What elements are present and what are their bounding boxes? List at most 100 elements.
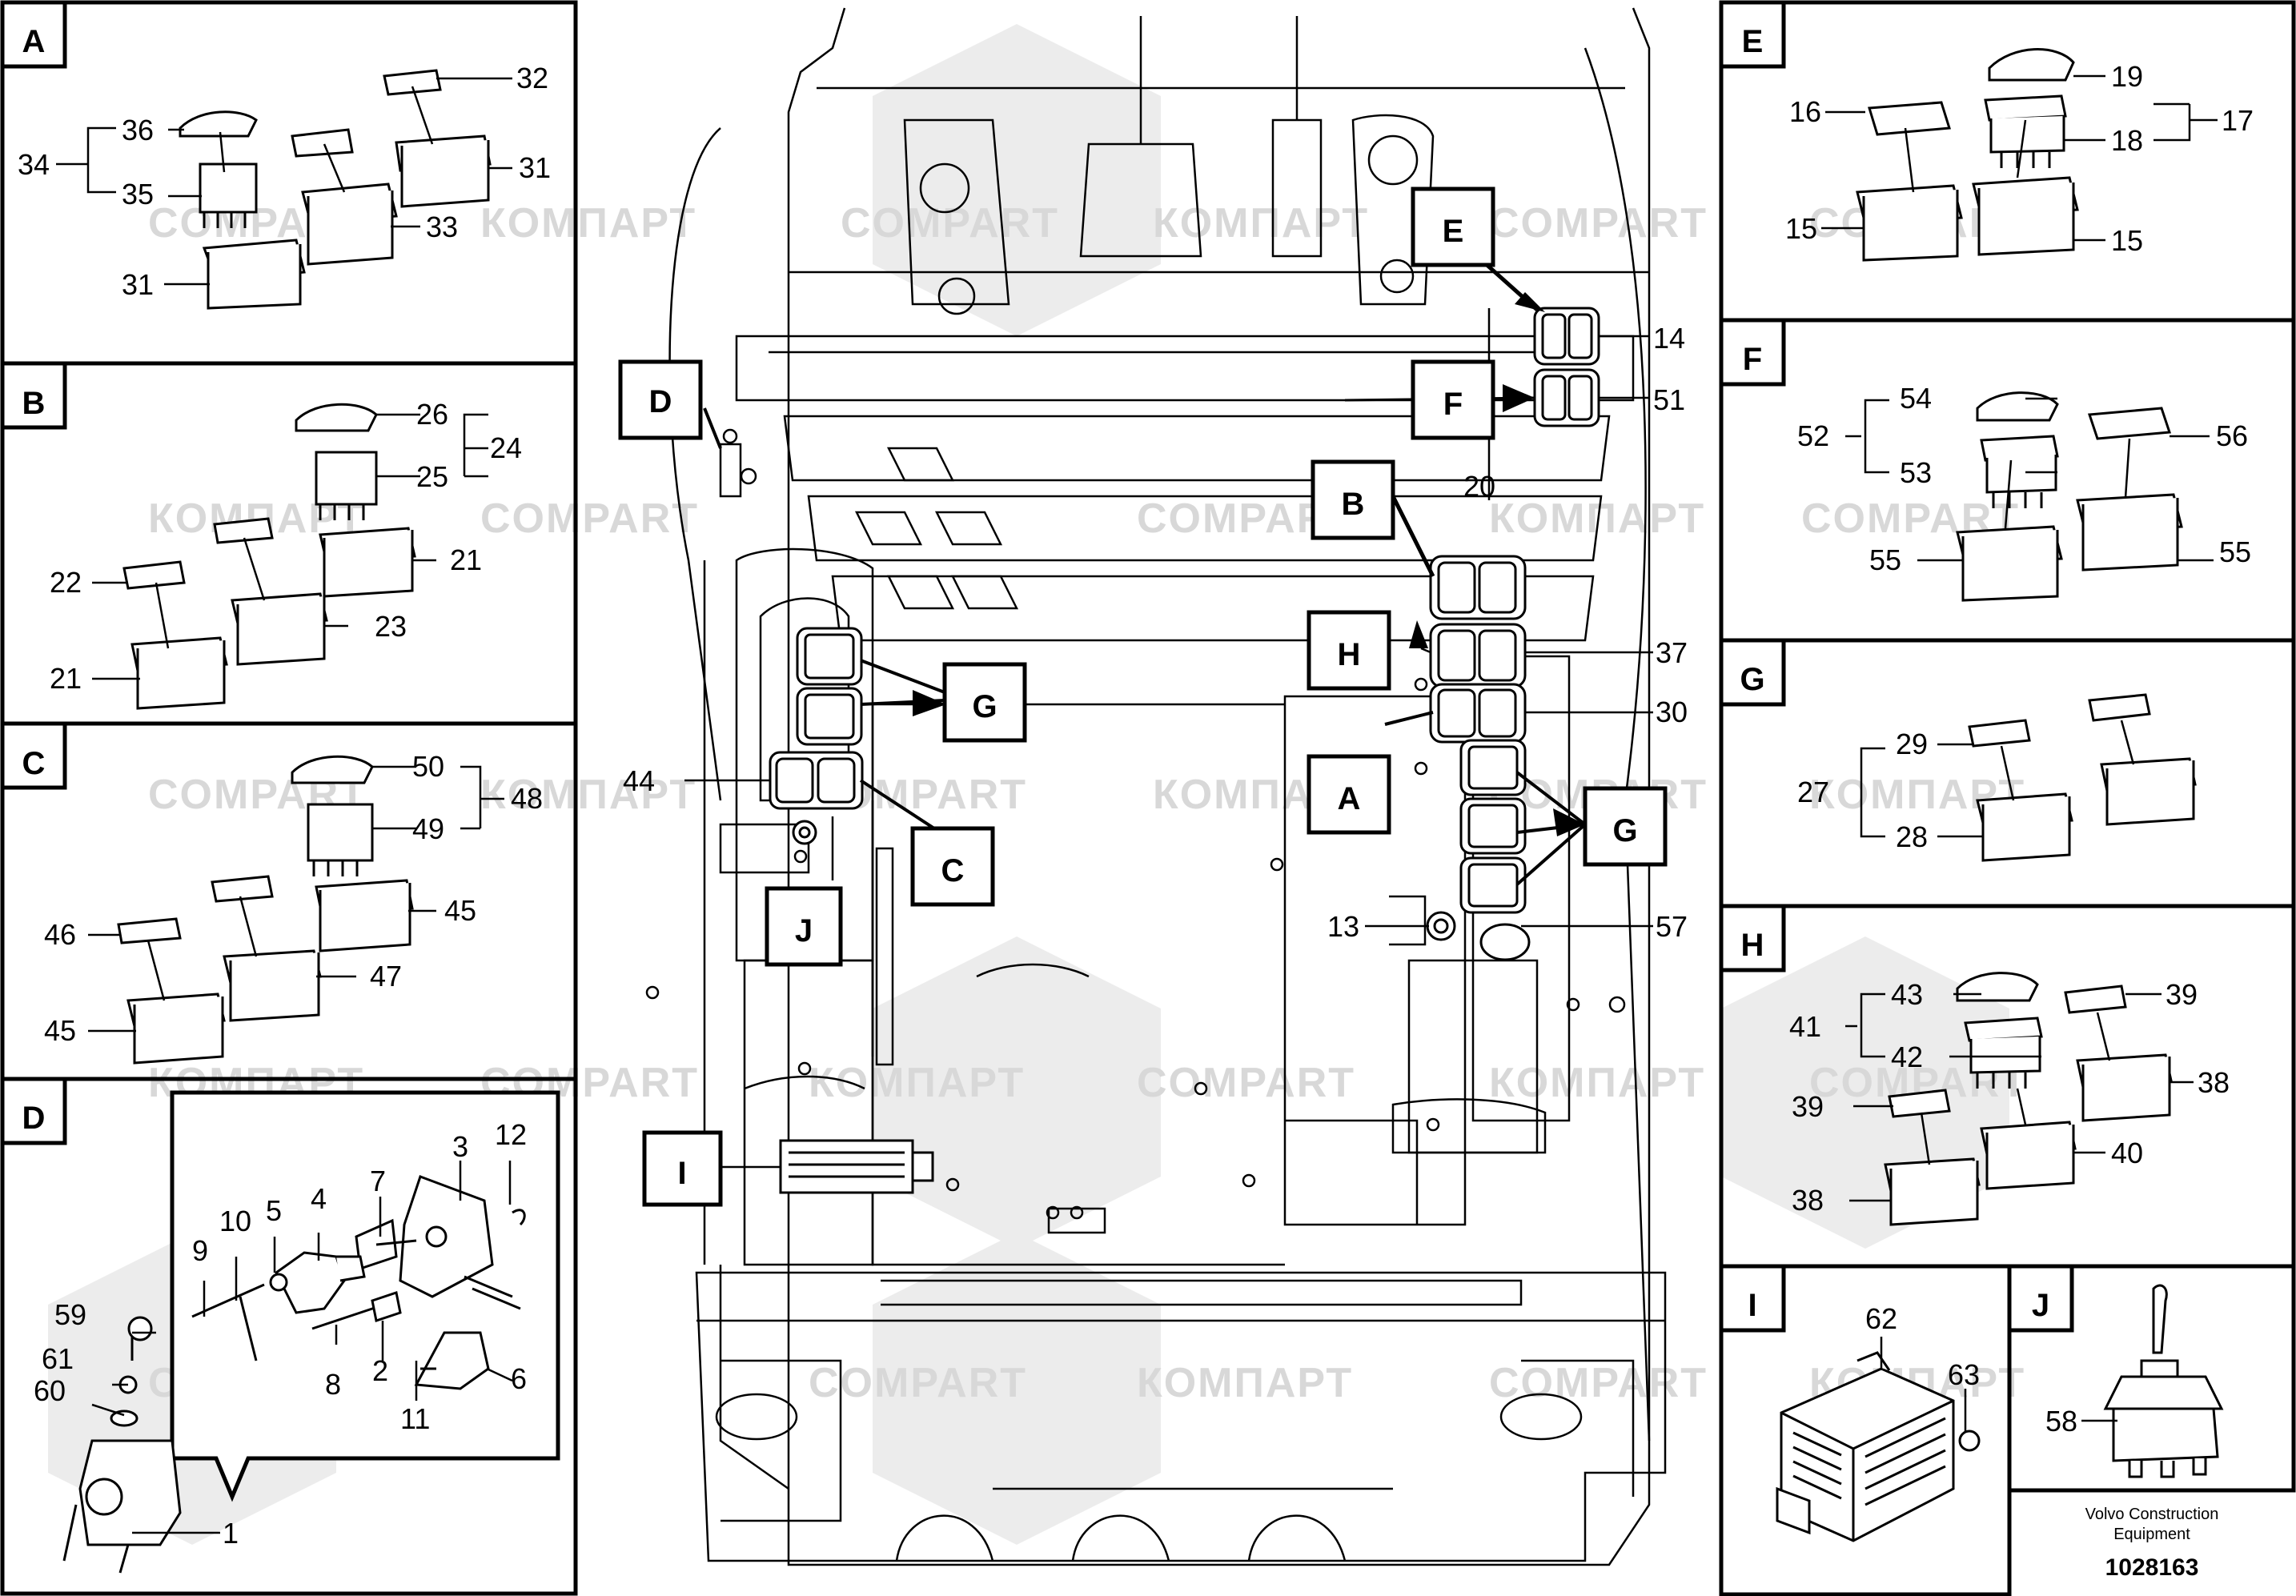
part-number: 53: [1900, 456, 1932, 489]
part-number: 62: [1865, 1302, 1897, 1335]
part-number: 15: [1785, 212, 1817, 245]
center-switch-cluster-right: [1426, 307, 1600, 961]
part-number: 55: [1869, 543, 1901, 576]
panel-h: H 43 39 41: [1719, 904, 2230, 1226]
part-number: 42: [1891, 1041, 1923, 1073]
part-number: 45: [44, 1014, 76, 1047]
callout-g-right: G: [1583, 786, 1668, 867]
part-number: 36: [122, 114, 154, 146]
callout-c: C: [910, 826, 995, 907]
panel-b: B 26 24 25 22 21 23: [0, 361, 522, 710]
callout-e: E: [1411, 186, 1495, 267]
panel-e-letter: E: [1742, 24, 1764, 59]
part-number: 6: [511, 1362, 527, 1395]
part-number: 50: [412, 750, 444, 783]
part-number: 46: [44, 918, 76, 951]
part-number: 39: [1792, 1090, 1824, 1123]
callout-j-letter: J: [795, 913, 813, 948]
watermark-text: КОМПАРТ: [1153, 200, 1369, 247]
panel-g-switches: [1968, 693, 2197, 862]
callout-i-letter: I: [677, 1156, 686, 1191]
panel-a: A 32 36 34 35 31: [0, 0, 551, 310]
part-number: 51: [1653, 383, 1685, 416]
part-number: 22: [50, 566, 82, 599]
part-number: 48: [511, 782, 543, 815]
panel-a-letter: A: [22, 24, 46, 59]
part-number: 43: [1891, 978, 1923, 1011]
cab-drawing: [645, 7, 1667, 1566]
part-number: 33: [426, 211, 458, 243]
part-number: 1: [223, 1517, 239, 1550]
panel-b-leaders: [92, 413, 488, 680]
panel-g-leaders: [1860, 720, 2135, 838]
panel-i-letter: I: [1748, 1288, 1756, 1323]
part-number: 55: [2219, 535, 2251, 568]
callout-g-right-letter: G: [1612, 813, 1637, 848]
callout-b-letter: B: [1342, 487, 1365, 522]
part-number: 32: [516, 62, 548, 94]
panel-j-letter: J: [2032, 1288, 2049, 1323]
panel-b-switches: [122, 403, 416, 710]
part-number: 10: [219, 1205, 251, 1237]
panel-e-leaders: [1821, 74, 2218, 242]
part-number: 61: [42, 1342, 74, 1375]
panel-c-leaders: [88, 765, 504, 1033]
part-number: 63: [1948, 1358, 1980, 1391]
panel-j: J 58: [2007, 1264, 2224, 1478]
part-number: 58: [2045, 1405, 2077, 1438]
part-number: 52: [1797, 419, 1829, 452]
panel-d-letter: D: [22, 1101, 46, 1136]
part-number: 31: [122, 268, 154, 301]
panel-j-toggle-switch: [2103, 1284, 2224, 1478]
part-number: 2: [372, 1354, 388, 1387]
part-number: 12: [495, 1118, 527, 1151]
callout-d: D: [618, 359, 703, 440]
part-number: 20: [1463, 470, 1495, 503]
panel-d: D: [0, 1077, 560, 1574]
panel-d-leaders: [91, 1161, 513, 1534]
part-number: 3: [452, 1130, 468, 1163]
panel-c: C 50 48 49 46 45 47: [0, 721, 543, 1065]
part-number: 14: [1653, 322, 1685, 355]
callout-j: J: [765, 886, 843, 967]
watermark-text: COMPART: [1489, 1360, 1708, 1406]
part-number: 23: [375, 610, 407, 643]
footer-brand: Volvo Construction: [2085, 1506, 2219, 1523]
part-number: 38: [1792, 1184, 1824, 1217]
panel-h-switches: [1884, 972, 2173, 1226]
panel-a-switches: [179, 69, 492, 310]
part-number: 31: [519, 151, 551, 184]
panel-a-leaders: [56, 77, 512, 286]
part-number: 39: [2166, 978, 2198, 1011]
part-number: 49: [412, 812, 444, 845]
part-number: 30: [1656, 696, 1688, 728]
part-number: 13: [1327, 910, 1359, 943]
callout-g-left: G: [942, 662, 1027, 743]
watermark-text: COMPART: [1489, 200, 1708, 247]
panel-h-leaders: [1845, 992, 2194, 1202]
part-number: 21: [50, 662, 82, 695]
panel-g-letter: G: [1740, 662, 1764, 697]
center-part-numbers: 14 51 20 37 30 44 13 57: [623, 322, 1688, 943]
part-number: 4: [311, 1182, 327, 1215]
watermark-text: КОМПАРТ: [809, 1060, 1025, 1106]
part-number: 24: [490, 431, 522, 464]
part-number: 37: [1656, 636, 1688, 669]
panel-i-leaders: [1880, 1337, 1967, 1433]
panel-i: I 62 63: [1719, 1264, 1981, 1542]
part-number: 9: [192, 1234, 208, 1267]
watermark-text: COMPART: [480, 495, 699, 542]
footer-brand-line2: Equipment: [2113, 1526, 2190, 1543]
panel-h-letter: H: [1741, 928, 1764, 963]
part-number: 5: [266, 1194, 282, 1227]
watermark-text: COMPART: [841, 200, 1059, 247]
panel-e: E 19 17 16 18 15 15: [1719, 0, 2254, 262]
callout-b: B: [1311, 459, 1395, 540]
callout-g-left-letter: G: [972, 689, 997, 724]
part-number: 34: [18, 148, 50, 181]
part-number: 45: [444, 894, 476, 927]
callout-a: A: [1307, 754, 1391, 835]
watermark-text: КОМПАРТ: [480, 200, 696, 247]
part-number: 16: [1789, 95, 1821, 128]
part-number: 26: [416, 398, 448, 431]
